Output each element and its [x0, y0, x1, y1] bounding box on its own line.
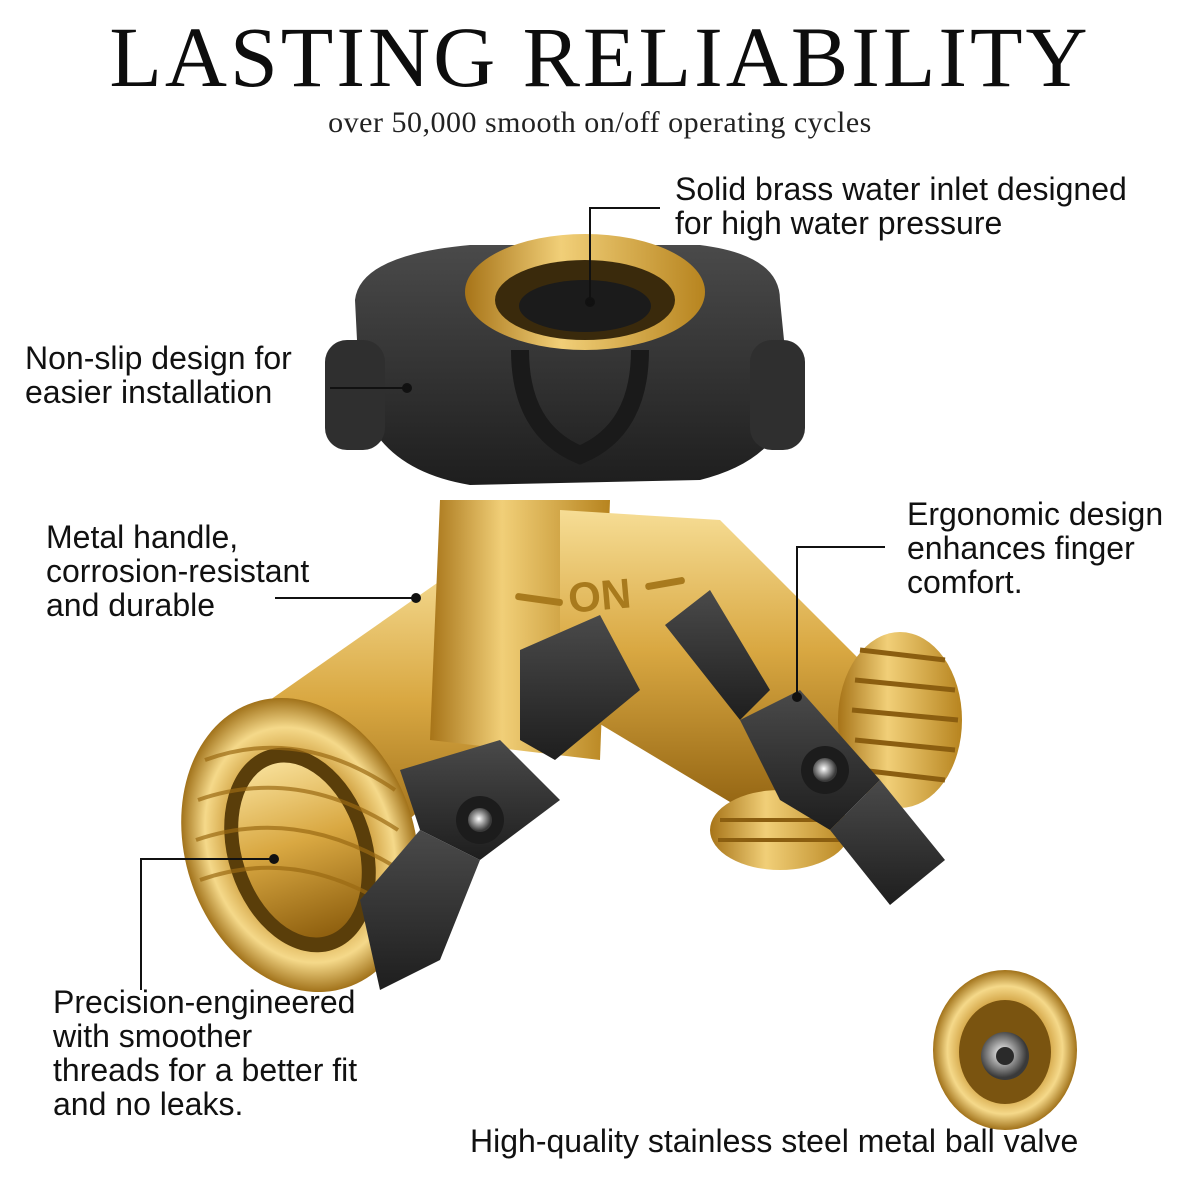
callout-handle: Metal handle, corrosion-resistant and du… — [46, 519, 310, 623]
right-valve-handle — [665, 590, 945, 905]
left-thread-outlet — [181, 697, 419, 993]
callout-nonslip: Non-slip design for easier installation — [25, 340, 292, 410]
embossed-on-mark: ON — [515, 569, 685, 622]
right-thread-outlet — [710, 632, 962, 870]
ball-valve-inset — [933, 970, 1077, 1130]
page-subtitle: over 50,000 smooth on/off operating cycl… — [328, 106, 872, 139]
callout-ballvalve: High-quality stainless steel metal ball … — [470, 1123, 1079, 1159]
callout-ergonomic: Ergonomic design enhances finger comfort… — [907, 496, 1164, 600]
callout-threads: Precision-engineered with smoother threa… — [53, 984, 358, 1122]
embossed-on-text: ON — [566, 569, 633, 621]
brass-inlet-ring — [465, 234, 705, 350]
left-valve-handle — [360, 615, 640, 990]
leader-lines — [140, 207, 885, 990]
callout-inlet: Solid brass water inlet designed for hig… — [675, 171, 1127, 241]
page-title: LASTING RELIABILITY — [109, 9, 1091, 105]
